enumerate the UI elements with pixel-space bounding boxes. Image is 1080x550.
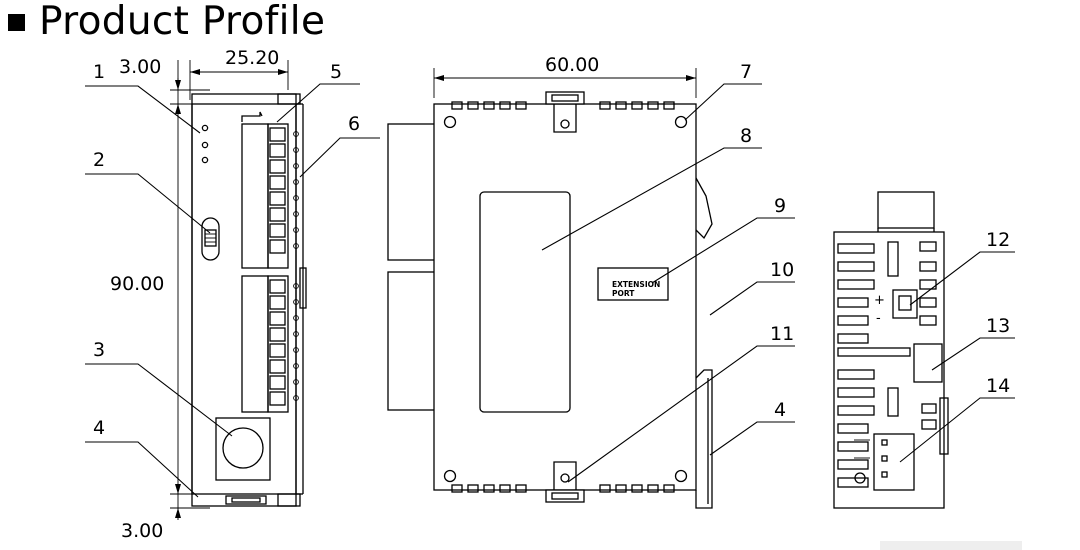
terminal-screws-upper [269, 127, 286, 254]
callout-6: 6 [348, 113, 360, 135]
callout-4-side: 4 [774, 399, 786, 421]
dim-width-front: 25.20 [225, 47, 279, 69]
page-title: Product Profile [39, 0, 326, 44]
callout-1: 1 [93, 61, 105, 83]
callout-11: 11 [770, 323, 794, 345]
front-view [170, 60, 307, 520]
callout-4-front: 4 [93, 417, 105, 439]
dim-bottom-offset: 3.00 [121, 520, 163, 542]
title-bullet [8, 13, 25, 31]
dim-top-offset: 3.00 [119, 56, 161, 78]
callout-8: 8 [740, 125, 752, 147]
terminal-screws-lower [269, 279, 286, 406]
dim-height: 90.00 [110, 273, 164, 295]
extension-port-label-line2: PORT [612, 289, 635, 298]
dim-width-side: 60.00 [545, 54, 599, 76]
callout-14: 14 [986, 375, 1010, 397]
callout-numbers: 1 2 3 4 5 6 7 8 9 10 11 4 12 13 14 [93, 61, 1010, 439]
polarity-plus: + [874, 293, 885, 308]
extension-port-label-line1: EXTENSION [612, 280, 660, 289]
polarity-minus: - [876, 311, 881, 326]
callout-10: 10 [770, 259, 794, 281]
callout-2: 2 [93, 149, 105, 171]
end-view-vents-left [837, 243, 875, 488]
callout-7: 7 [740, 61, 752, 83]
terminal-holes [293, 131, 299, 401]
corner-shade [880, 541, 1022, 550]
callout-12: 12 [986, 229, 1010, 251]
callout-9: 9 [774, 195, 786, 217]
callout-13: 13 [986, 315, 1010, 337]
end-view: + - [833, 191, 949, 509]
side-view: EXTENSION PORT [387, 68, 713, 509]
callout-3: 3 [93, 339, 105, 361]
callout-5: 5 [330, 61, 342, 83]
page-title-block: Product Profile [8, 0, 325, 44]
callout-leaders [85, 83, 1015, 498]
